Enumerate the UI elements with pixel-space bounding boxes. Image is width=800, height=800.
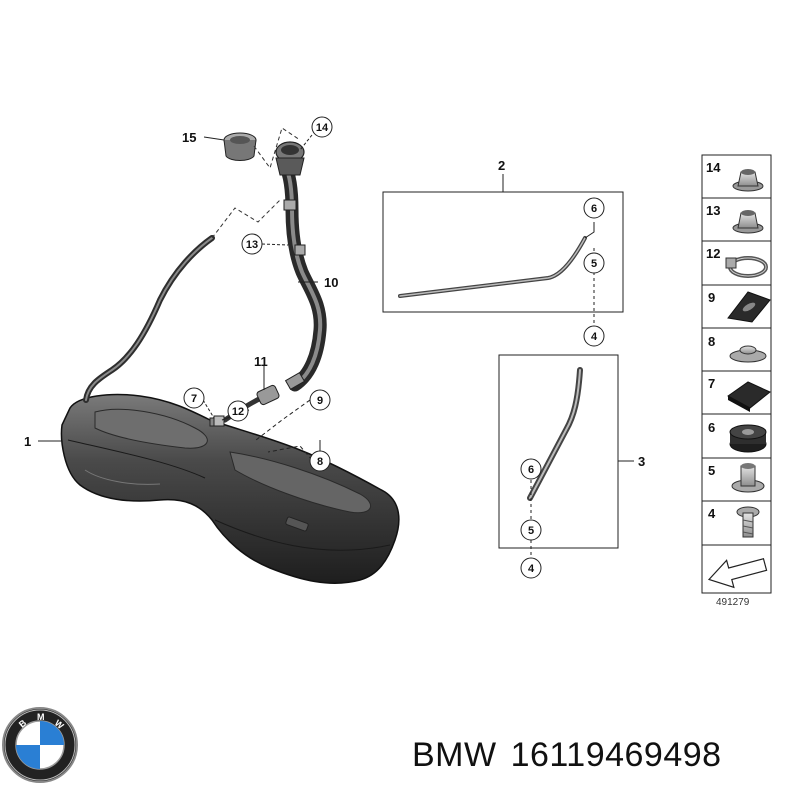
bmw-logo-icon: B M W [2,707,78,783]
filler-neck [275,141,327,392]
callout-11: 11 [254,354,268,369]
callout-4-bottom: 4 [528,563,535,575]
reference-number: 491279 [716,597,750,608]
callout-4-top: 4 [591,331,598,343]
callout-1: 1 [24,434,31,449]
legend-label-5: 5 [708,463,715,478]
vent-line [83,199,281,403]
arrow-icon [707,557,768,589]
circled-callouts: 14 13 7 12 9 8 6 5 4 6 5 4 [183,116,605,579]
legend-label-14: 14 [706,160,721,175]
legend-label-9: 9 [708,290,715,305]
brand-name: BMW [412,736,497,774]
callout-8: 8 [317,456,323,468]
callout-6-bottom: 6 [528,464,534,476]
callout-5-bottom: 5 [528,525,534,537]
part-2-box [382,174,624,326]
svg-text:B: B [17,717,29,729]
callout-2: 2 [498,158,505,173]
fuel-tank [60,393,400,584]
legend-label-4: 4 [708,506,716,521]
legend-label-7: 7 [708,376,715,391]
callout-10: 10 [324,275,338,290]
legend-label-13: 13 [706,203,720,218]
callout-5-top: 5 [591,258,597,270]
legend-label-12: 12 [706,246,720,261]
nut-icon [732,210,764,234]
part-caption: BMW 16119469498 [412,736,792,786]
svg-text:M: M [37,712,45,722]
part-number: 16119469498 [510,736,722,774]
nut-icon [732,169,764,192]
clamp-icon [725,256,768,278]
parts-legend-column: 14 13 12 9 8 [701,154,772,594]
callout-13: 13 [246,239,258,251]
legend-label-8: 8 [708,334,715,349]
pad-icon [727,381,771,412]
callout-15: 15 [182,130,196,145]
callout-12: 12 [232,406,244,418]
callout-7: 7 [191,393,197,405]
filler-cap-ring [223,132,257,161]
callout-6-top: 6 [591,203,597,215]
callout-3: 3 [638,454,645,469]
grommet-icon [727,291,771,323]
callout-14: 14 [316,122,329,134]
grommet-icon [729,424,767,453]
legend-label-6: 6 [708,420,715,435]
callout-9: 9 [317,395,323,407]
bolt-icon [736,506,760,538]
nut-icon [729,345,767,363]
part-3-box [498,354,634,562]
bolt-icon [731,463,765,493]
